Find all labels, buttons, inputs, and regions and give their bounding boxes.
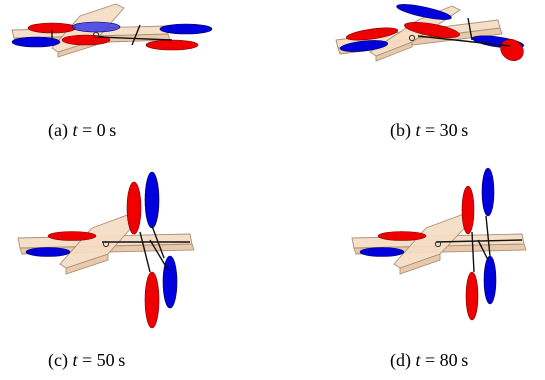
caption-value: = 30 bbox=[420, 120, 458, 140]
caption-unit: s bbox=[109, 120, 117, 140]
drone-figure-c bbox=[17, 171, 195, 329]
caption-d: (d) t = 80 s bbox=[390, 350, 468, 371]
caption-label: (a) bbox=[48, 120, 68, 140]
drone-figure-b bbox=[335, 4, 525, 62]
caption-c: (c) t = 50 s bbox=[48, 350, 125, 371]
caption-var: t bbox=[415, 350, 421, 370]
caption-var: t bbox=[72, 120, 78, 140]
panel-c: (c) t = 50 s bbox=[0, 160, 272, 380]
panel-b: (b) t = 30 s bbox=[272, 0, 545, 150]
caption-label: (b) bbox=[390, 120, 411, 140]
caption-a: (a) t = 0 s bbox=[48, 120, 116, 141]
caption-var: t bbox=[72, 350, 78, 370]
caption-unit: s bbox=[118, 350, 126, 370]
drone-figure-d bbox=[351, 167, 527, 321]
caption-label: (d) bbox=[390, 350, 411, 370]
caption-unit: s bbox=[461, 350, 469, 370]
caption-value: = 0 bbox=[77, 120, 106, 140]
panel-a: (a) t = 0 s bbox=[0, 0, 272, 150]
caption-value: = 80 bbox=[420, 350, 458, 370]
drone-figure-a bbox=[11, 3, 213, 58]
caption-unit: s bbox=[461, 120, 469, 140]
caption-var: t bbox=[415, 120, 421, 140]
caption-value: = 50 bbox=[77, 350, 115, 370]
panel-d: (d) t = 80 s bbox=[272, 160, 545, 380]
caption-label: (c) bbox=[48, 350, 68, 370]
caption-b: (b) t = 30 s bbox=[390, 120, 468, 141]
